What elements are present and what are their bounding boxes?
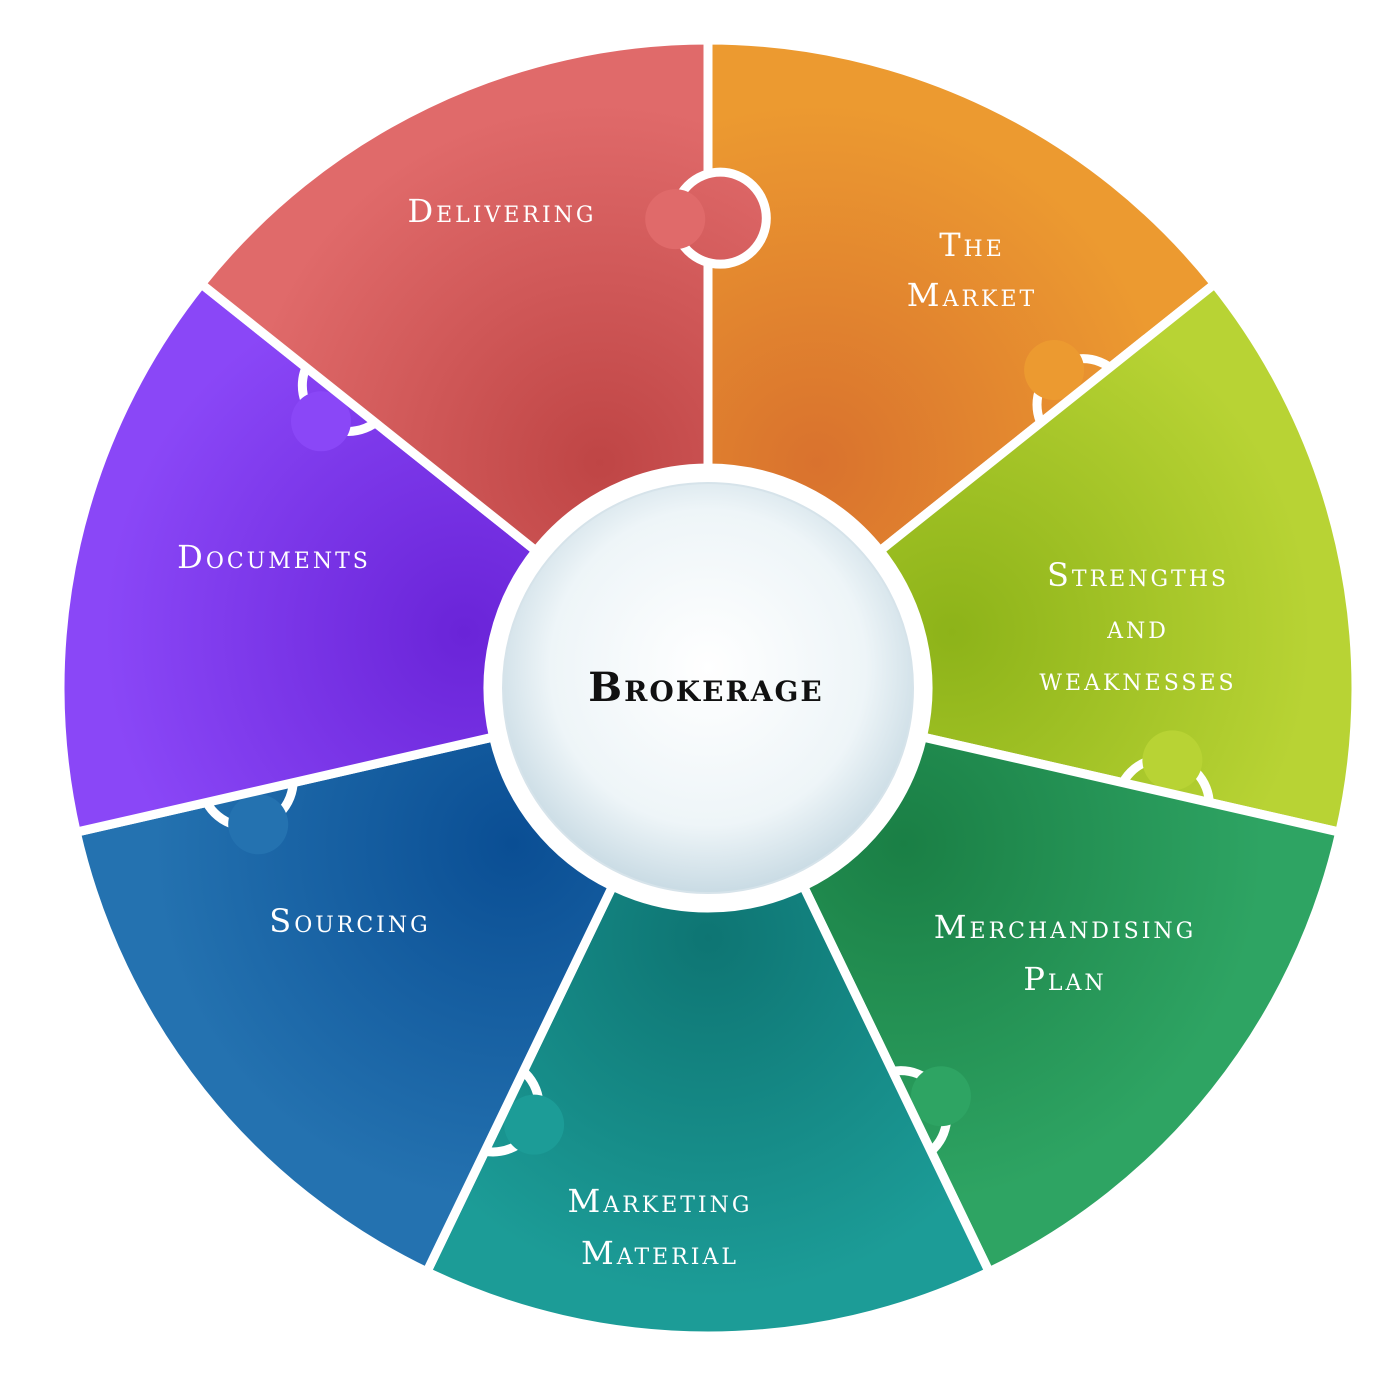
segment-label-line: Market (907, 276, 1037, 314)
puzzle-neck-marketing (228, 794, 289, 855)
center-hub-disc (502, 482, 914, 894)
center-label: Brokerage (588, 664, 823, 711)
segment-label-line: The (939, 226, 1005, 264)
segment-label-line: Strengths (1047, 556, 1229, 594)
segment-label-line: and (1106, 608, 1169, 646)
segment-label-line: Material (581, 1234, 739, 1272)
segment-label-sourcing: Sourcing (269, 902, 430, 940)
puzzle-neck-market (1142, 730, 1203, 791)
segment-label-line: weaknesses (1039, 660, 1236, 698)
segment-label-line: Documents (177, 538, 371, 576)
center-hub: Brokerage (486, 466, 930, 910)
puzzle-neck-delivering (1024, 340, 1085, 401)
puzzle-neck-documents (645, 189, 706, 250)
segment-label-line: Sourcing (269, 902, 430, 940)
segment-label-line: Delivering (407, 192, 596, 230)
segments-layer (55, 35, 1361, 1341)
segment-label-line: Plan (1023, 960, 1106, 998)
puzzle-neck-merchandising (504, 1094, 565, 1155)
puzzle-neck-sourcing (290, 391, 351, 452)
segment-label-line: Merchandising (934, 908, 1196, 946)
segment-label-documents: Documents (177, 538, 371, 576)
segment-label-strengths: Strengths and weaknesses (1039, 556, 1236, 698)
segment-label-line: Marketing (568, 1182, 753, 1220)
puzzle-neck-strengths (910, 1066, 971, 1127)
segment-label-delivering: Delivering (407, 192, 596, 230)
